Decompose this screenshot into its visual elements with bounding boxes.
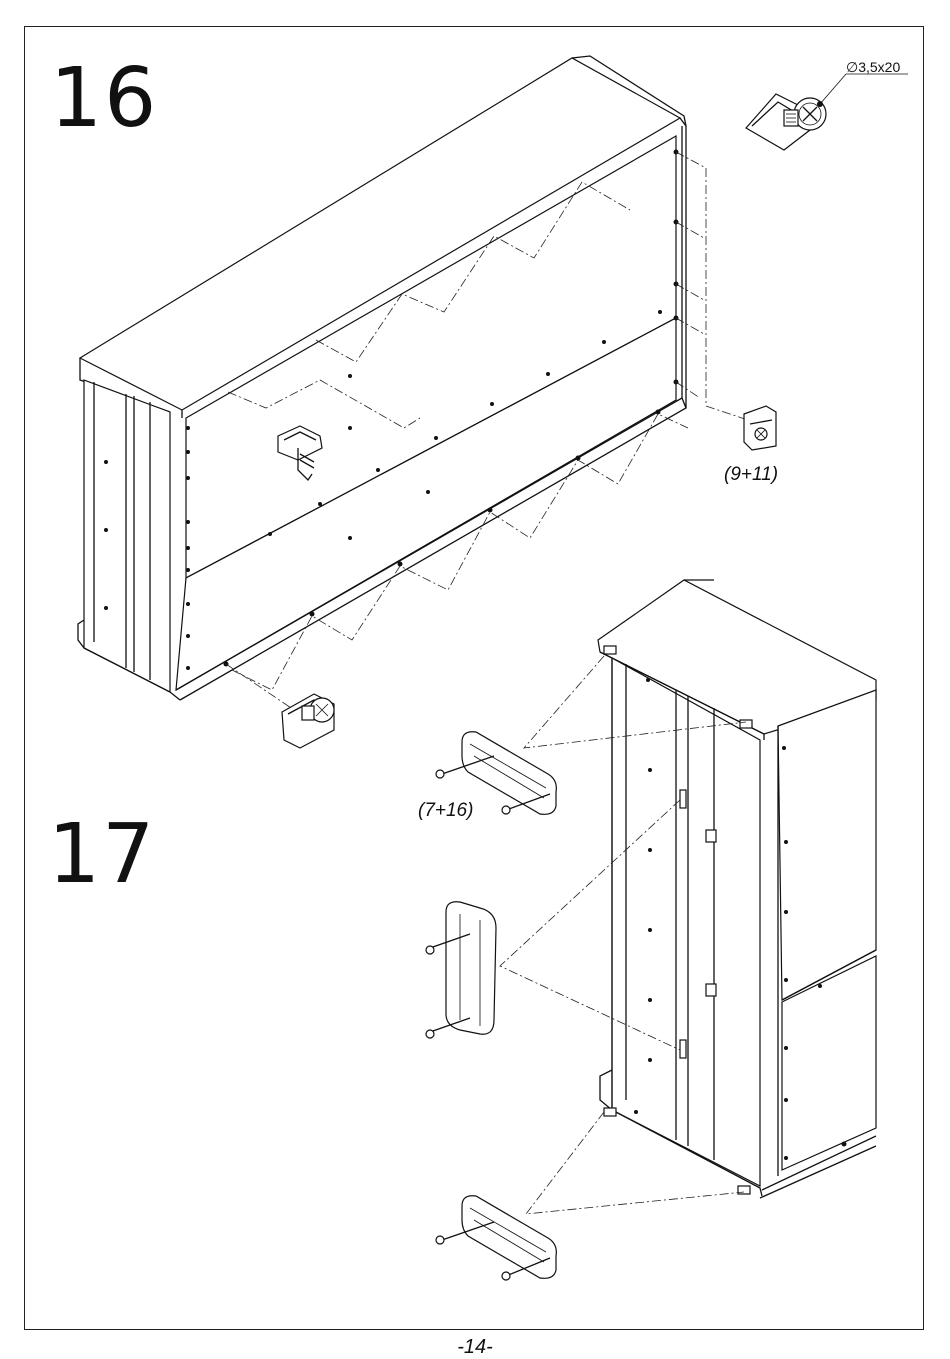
screw-spec-label: ∅3,5x20 [846, 59, 900, 76]
furniture-foot-icon [426, 902, 496, 1038]
screw-icon [746, 74, 908, 150]
corner-bracket-icon [744, 406, 776, 450]
step-number: 17 [48, 814, 156, 896]
corner-bracket-icon [282, 694, 334, 748]
step-number: 16 [50, 58, 158, 140]
part-reference-label: (9+11) [724, 464, 778, 486]
furniture-foot-icon [436, 1196, 556, 1280]
cabinet-step-17 [500, 580, 876, 1214]
part-reference-label: (7+16) [418, 800, 473, 822]
page-number: -14- [0, 1336, 950, 1359]
